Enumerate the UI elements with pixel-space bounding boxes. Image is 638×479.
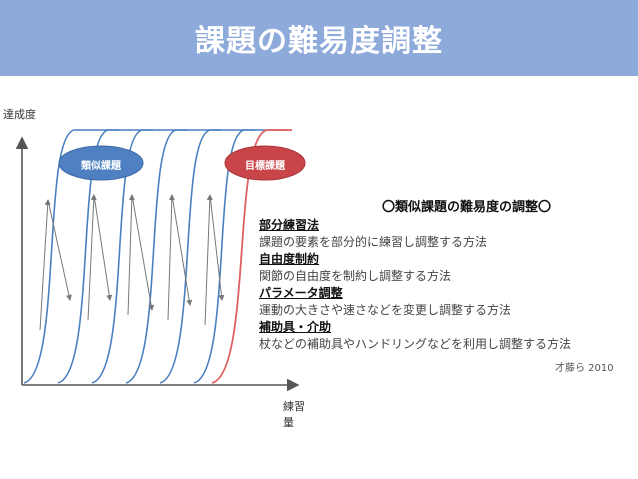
- blue-learning-curve: [193, 129, 289, 384]
- method-item-partial-practice: 部分練習法 課題の要素を部分的に練習し調整する方法: [259, 217, 634, 251]
- blue-learning-curve: [91, 129, 187, 384]
- blue-learning-curve: [23, 129, 119, 384]
- practice-arrow: [204, 194, 213, 326]
- similar-task-label: 類似課題: [81, 161, 121, 172]
- learning-curve-diagram: 達成度 練習量 類似課題 目標課題: [0, 100, 310, 429]
- practice-arrow: [131, 194, 155, 311]
- method-desc: 運動の大きさや速さなどを変更し調整する方法: [259, 303, 512, 317]
- practice-arrow: [171, 194, 193, 306]
- methods-heading: 〇類似課題の難易度の調整〇: [381, 200, 551, 215]
- practice-arrow: [127, 194, 135, 316]
- slide-title: 課題の難易度調整: [195, 24, 443, 59]
- similar-task-ellipse: [58, 145, 144, 181]
- y-axis-label: 達成度: [3, 108, 36, 121]
- method-item-assistive: 補助具・介助 杖などの補助具やハンドリングなどを利用し調整する方法: [259, 319, 634, 353]
- practice-arrow: [209, 194, 225, 301]
- practice-arrow: [87, 194, 97, 321]
- method-title: 自由度制約: [259, 252, 320, 266]
- target-task-ellipse: [224, 145, 306, 181]
- method-title: 補助具・介助: [259, 320, 332, 334]
- diagram-canvas: [15, 129, 306, 392]
- method-desc: 杖などの補助具やハンドリングなどを利用し調整する方法: [259, 337, 572, 351]
- practice-arrow: [93, 194, 113, 301]
- x-axis-label: 練習量: [283, 400, 305, 429]
- citation: 才藤ら 2010: [555, 363, 614, 374]
- practice-arrow: [39, 199, 51, 331]
- red-target-curve: [211, 129, 292, 384]
- blue-learning-curve: [159, 129, 255, 384]
- method-desc: 課題の要素を部分的に練習し調整する方法: [259, 235, 488, 249]
- method-title: 部分練習法: [259, 218, 320, 232]
- adjustment-methods: 〇類似課題の難易度の調整〇 部分練習法 課題の要素を部分的に練習し調整する方法 …: [259, 196, 634, 353]
- practice-arrow: [47, 199, 72, 301]
- method-desc: 関節の自由度を制約し調整する方法: [259, 269, 452, 283]
- target-task-label: 目標課題: [245, 161, 285, 172]
- blue-learning-curve: [57, 129, 153, 384]
- method-item-parameter: パラメータ調整 運動の大きさや速さなどを変更し調整する方法: [259, 285, 634, 319]
- slide-header: 課題の難易度調整: [0, 0, 638, 76]
- blue-learning-curve: [125, 129, 221, 384]
- method-title: パラメータ調整: [259, 286, 343, 300]
- method-item-dof-constraint: 自由度制約 関節の自由度を制約し調整する方法: [259, 251, 634, 285]
- practice-arrow: [167, 194, 175, 321]
